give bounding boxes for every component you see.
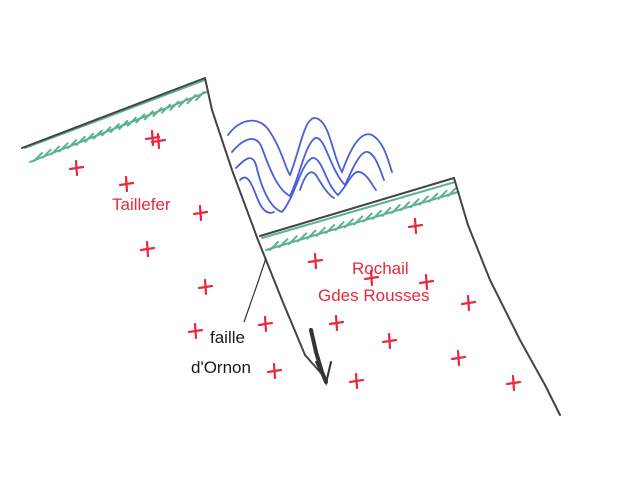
hatch-stroke [409, 198, 420, 209]
folded-layers [227, 117, 393, 214]
hatch-stroke [58, 142, 69, 153]
granite-cross-mark [450, 349, 467, 367]
hatch-stroke [390, 204, 401, 215]
label-gdes-rousses: Gdes Rousses [318, 286, 430, 305]
granite-cross-mark [381, 332, 398, 350]
hatch-stroke [33, 152, 43, 162]
hatch-stroke [101, 126, 112, 137]
hatch-stroke [75, 135, 86, 146]
hatch-stroke [334, 221, 345, 232]
hatch-stroke [297, 232, 308, 243]
granite-cross-mark [307, 252, 324, 270]
hatch-stroke [195, 91, 205, 101]
granite-cross-mark [363, 269, 380, 287]
granite-cross-mark [505, 374, 522, 392]
hatch-stroke [306, 229, 317, 240]
granite-cross-mark [118, 175, 135, 193]
left-sediment-cover [24, 79, 208, 163]
right-block-outline [259, 177, 561, 416]
hatch-stroke [177, 97, 188, 108]
hatch-stroke [41, 148, 52, 159]
hatch-stroke [109, 123, 120, 134]
hatch-stroke [143, 110, 154, 121]
granite-cross-mark [187, 322, 204, 340]
hatch-stroke [278, 238, 289, 249]
hatch-stroke [372, 209, 383, 220]
hatch-stroke [118, 119, 129, 130]
hatch-stroke [92, 129, 103, 140]
hatch-stroke [353, 215, 364, 226]
granite-crosses [68, 129, 522, 392]
hatch-stroke [325, 223, 336, 234]
granite-cross-mark [348, 372, 365, 390]
granite-cross-mark [139, 240, 156, 258]
hatch-stroke [126, 116, 137, 127]
hatch-stroke [135, 113, 146, 124]
hatch-stroke [381, 206, 392, 217]
hatch-stroke [160, 103, 171, 114]
hatch-stroke [84, 132, 95, 143]
hatch-stroke [343, 218, 354, 229]
label-faille: faille [210, 328, 245, 347]
hatch-stroke [50, 145, 61, 156]
hatch-stroke [437, 189, 448, 200]
hatch-stroke [400, 201, 411, 212]
granite-cross-mark [144, 129, 161, 147]
right-sediment-cover [261, 181, 459, 251]
granite-cross-mark [68, 159, 85, 177]
hatch-stroke [315, 226, 326, 237]
granite-cross-mark [328, 314, 345, 332]
label-taillefer: Taillefer [112, 195, 171, 214]
hatch-stroke [418, 195, 429, 206]
granite-cross-mark [418, 273, 435, 291]
granite-cross-mark [266, 362, 283, 380]
granite-cross-mark [407, 217, 424, 235]
label-ornon: d'Ornon [191, 358, 251, 377]
fault-pointer-line [243, 257, 267, 323]
hatch-stroke [67, 139, 78, 150]
granite-cross-mark [257, 315, 274, 333]
left-block-outline [21, 77, 328, 381]
granite-cross-mark [460, 294, 477, 312]
hatch-stroke [152, 107, 163, 118]
fault-arrow-icon [309, 328, 332, 386]
hatch-stroke [169, 100, 180, 111]
granite-cross-mark [197, 278, 214, 296]
hatch-stroke [447, 187, 457, 197]
granite-cross-mark [192, 204, 209, 222]
hatch-stroke [269, 241, 279, 251]
label-rochail: Rochail [352, 259, 409, 278]
hatch-stroke [186, 94, 197, 105]
hatch-stroke [362, 212, 373, 223]
hatch-stroke [287, 235, 298, 246]
hatch-stroke [428, 192, 439, 203]
